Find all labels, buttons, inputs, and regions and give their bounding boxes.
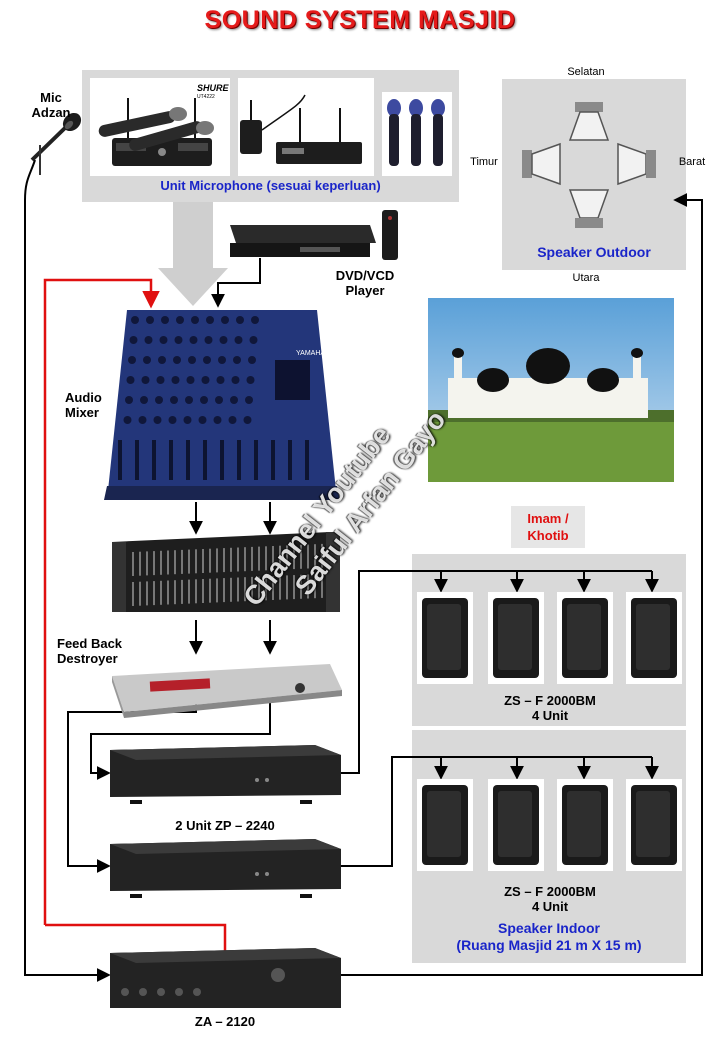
direction-north-label: Utara bbox=[555, 272, 617, 284]
indoor-group-2-label: ZS – F 2000BM 4 Unit bbox=[470, 884, 630, 914]
shure-brand: SHURE bbox=[197, 83, 229, 93]
unit-microphone-label: Unit Microphone (sesuai keperluan) bbox=[82, 178, 459, 193]
shure-model: UT4222 bbox=[197, 94, 215, 100]
speaker-indoor-label: Speaker Indoor bbox=[412, 920, 686, 936]
indoor-speaker bbox=[488, 592, 544, 684]
indoor-group-1-label: ZS – F 2000BM 4 Unit bbox=[470, 693, 630, 723]
mic-adzan-wire bbox=[25, 200, 108, 975]
outdoor-horn-south bbox=[570, 102, 608, 140]
audio-mixer: YAMAHA bbox=[104, 310, 340, 500]
amplifier-za bbox=[110, 948, 341, 1008]
red-wire-za bbox=[45, 925, 225, 952]
direction-south-label: Selatan bbox=[555, 66, 617, 78]
feedback-destroyer bbox=[112, 664, 342, 718]
speaker-outdoor-label: Speaker Outdoor bbox=[502, 244, 686, 260]
direction-east-label: Timur bbox=[462, 156, 506, 168]
svg-text:YAMAHA: YAMAHA bbox=[296, 350, 325, 357]
feedback-destroyer-label: Feed Back Destroyer bbox=[57, 636, 137, 666]
handheld-mics bbox=[382, 92, 452, 176]
indoor-speaker bbox=[417, 592, 473, 684]
imam-khotib-badge: Imam / Khotib bbox=[511, 506, 585, 548]
outdoor-horn-north bbox=[570, 190, 608, 228]
indoor-speaker bbox=[417, 779, 473, 871]
bodypack-transmitter bbox=[238, 78, 374, 176]
indoor-speaker bbox=[488, 779, 544, 871]
outdoor-horn-east bbox=[618, 144, 656, 184]
amp-za-label: ZA – 2120 bbox=[170, 1014, 280, 1029]
dvd-player-label: DVD/VCD Player bbox=[330, 268, 400, 298]
indoor-speaker bbox=[626, 592, 682, 684]
dvd-wire bbox=[218, 258, 260, 305]
direction-west-label: Barat bbox=[672, 156, 712, 168]
indoor-speaker bbox=[626, 779, 682, 871]
outdoor-horn-west bbox=[522, 144, 560, 184]
mosque-photo bbox=[428, 298, 674, 482]
amplifier-zp-2 bbox=[110, 839, 341, 898]
audio-mixer-label: Audio Mixer bbox=[65, 390, 125, 420]
mic-adzan-label: Mic Adzan bbox=[28, 90, 74, 120]
room-size-label: (Ruang Masjid 21 m X 15 m) bbox=[412, 937, 686, 953]
indoor-speaker bbox=[557, 592, 613, 684]
amplifier-zp-1 bbox=[110, 745, 341, 804]
indoor-speaker bbox=[557, 779, 613, 871]
dvd-player bbox=[230, 210, 398, 260]
amp-zp-label: 2 Unit ZP – 2240 bbox=[150, 818, 300, 833]
